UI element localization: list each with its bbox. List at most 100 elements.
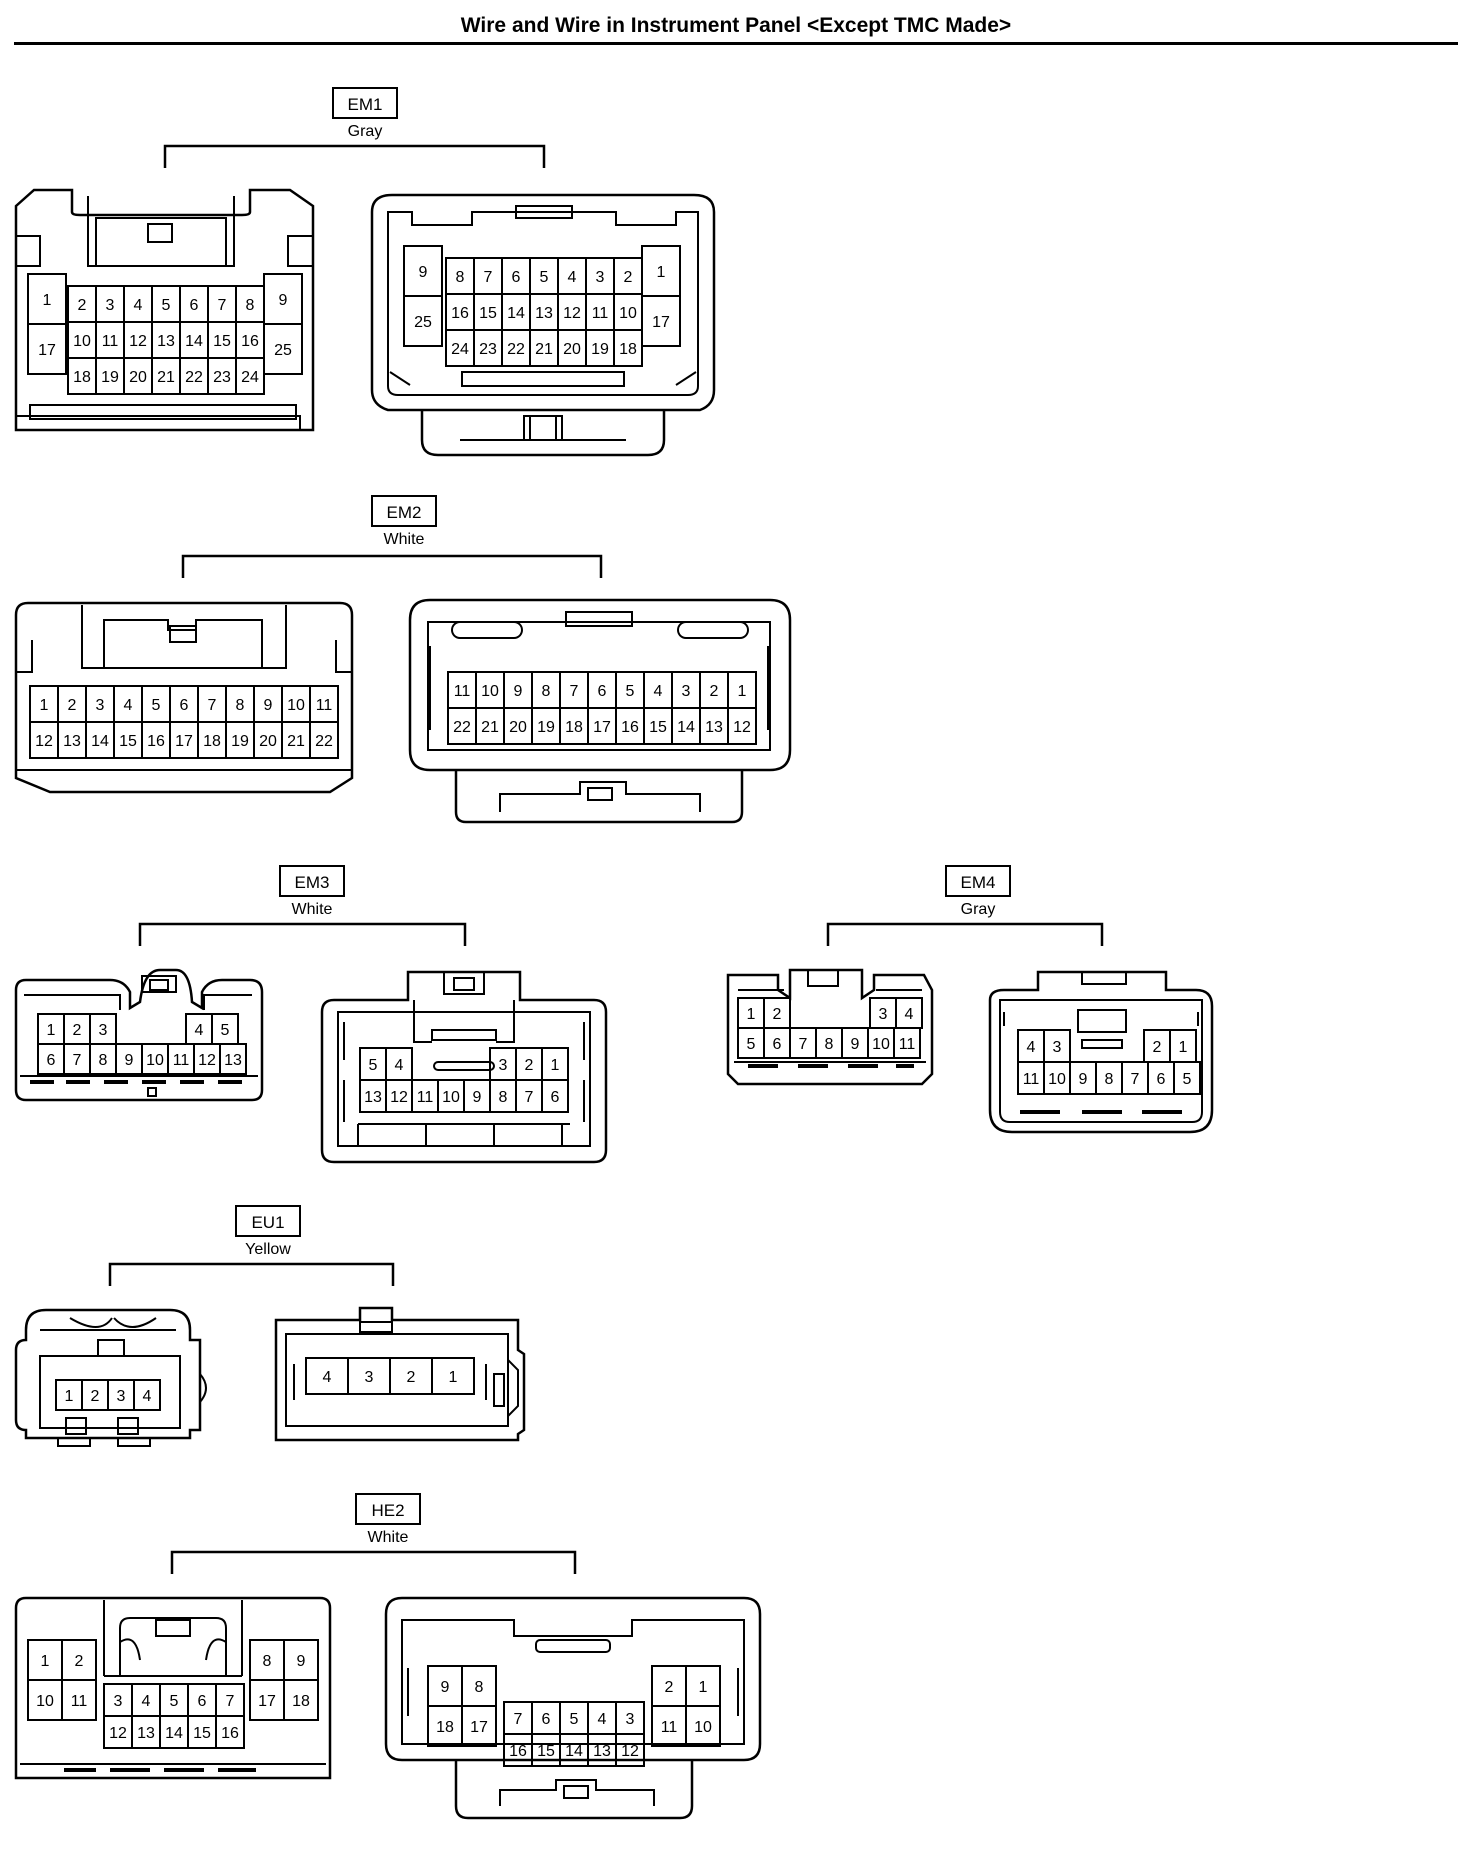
pin-number: 6 [551, 1089, 560, 1106]
pin-number: 1 [41, 1653, 50, 1670]
pin-number: 4 [395, 1057, 404, 1074]
pin-number: 21 [157, 369, 175, 386]
pin-number: 15 [193, 1725, 211, 1742]
pin-number: 15 [119, 733, 137, 750]
pin-cell [309, 721, 339, 759]
pin-number: 9 [264, 697, 273, 714]
pin-cell [893, 1027, 921, 1059]
pin-number: 21 [535, 341, 553, 358]
pin-number: 5 [540, 269, 549, 286]
pin-number: 7 [208, 697, 217, 714]
pin-number: 1 [47, 1022, 56, 1039]
pin-number: 14 [507, 305, 525, 322]
pin-number: 7 [484, 269, 493, 286]
pin-number: 10 [287, 697, 305, 714]
pin-number: 6 [773, 1036, 782, 1053]
pin-cell [641, 295, 681, 347]
pin-number: 19 [537, 719, 555, 736]
pin-number: 16 [451, 305, 469, 322]
pin-number: 5 [221, 1022, 230, 1039]
pin-number: 6 [542, 1711, 551, 1728]
pin-number: 1 [449, 1369, 458, 1386]
pin-number: 20 [259, 733, 277, 750]
pin-cell [403, 295, 443, 347]
pin-number: 11 [417, 1089, 434, 1106]
pin-number: 10 [73, 333, 91, 350]
pin-number: 3 [114, 1693, 123, 1710]
connector-id: HE2 [371, 1501, 404, 1520]
pin-number: 6 [190, 297, 199, 314]
pin-number: 4 [124, 697, 133, 714]
pin-number: 10 [1048, 1071, 1066, 1088]
pin-number: 10 [694, 1719, 712, 1736]
pin-number: 11 [173, 1052, 190, 1069]
pin-number: 10 [619, 305, 637, 322]
pin-number: 5 [162, 297, 171, 314]
pin-number: 11 [1023, 1071, 1040, 1088]
pin-cell [461, 1705, 497, 1747]
pin-number: 16 [147, 733, 165, 750]
pin-number: 17 [652, 314, 670, 331]
pin-number: 8 [263, 1653, 272, 1670]
pin-number: 11 [661, 1719, 678, 1736]
pin-cell [1173, 1061, 1201, 1095]
pin-cell [685, 1705, 721, 1747]
connector-color: Gray [961, 901, 996, 918]
pin-number: 9 [514, 683, 523, 700]
connector-id-box [332, 87, 398, 119]
pin-number: 9 [851, 1036, 860, 1053]
pin-number: 18 [203, 733, 221, 750]
pin-number: 13 [137, 1725, 155, 1742]
pin-number: 24 [451, 341, 469, 358]
pin-number: 12 [390, 1089, 408, 1106]
pin-number: 4 [568, 269, 577, 286]
pin-number: 3 [626, 1711, 635, 1728]
connector-color: Gray [348, 123, 383, 140]
pin-number: 5 [369, 1057, 378, 1074]
pin-cell [283, 1679, 319, 1721]
pin-number: 7 [799, 1036, 808, 1053]
pin-number: 2 [68, 697, 77, 714]
pin-number: 19 [231, 733, 249, 750]
pin-number: 15 [649, 719, 667, 736]
pin-number: 14 [565, 1743, 583, 1760]
pin-number: 3 [1053, 1039, 1062, 1056]
pin-number: 9 [473, 1089, 482, 1106]
pin-number: 3 [99, 1022, 108, 1039]
connector-bracket [170, 1550, 577, 1574]
pin-cell [61, 1679, 97, 1721]
pin-cell [263, 323, 303, 375]
pin-number: 8 [246, 297, 255, 314]
pin-number: 25 [414, 314, 432, 331]
pin-number: 4 [143, 1388, 152, 1405]
pin-number: 3 [682, 683, 691, 700]
pin-number: 18 [73, 369, 91, 386]
pin-number: 8 [1105, 1071, 1114, 1088]
connector-bracket [181, 554, 603, 578]
pin-number: 7 [514, 1711, 523, 1728]
pin-number: 15 [537, 1743, 555, 1760]
pin-number: 11 [71, 1693, 88, 1710]
pin-number: 2 [78, 297, 87, 314]
pin-number: 13 [63, 733, 81, 750]
pin-number: 11 [316, 697, 333, 714]
pin-number: 10 [872, 1036, 890, 1053]
pin-number: 6 [198, 1693, 207, 1710]
pin-number: 10 [36, 1693, 54, 1710]
pin-number: 13 [705, 719, 723, 736]
pin-number: 4 [195, 1022, 204, 1039]
pin-number: 9 [419, 264, 428, 281]
connector-color: White [292, 901, 333, 918]
pin-number: 6 [598, 683, 607, 700]
pin-cell [727, 707, 757, 745]
pin-number: 1 [43, 292, 52, 309]
